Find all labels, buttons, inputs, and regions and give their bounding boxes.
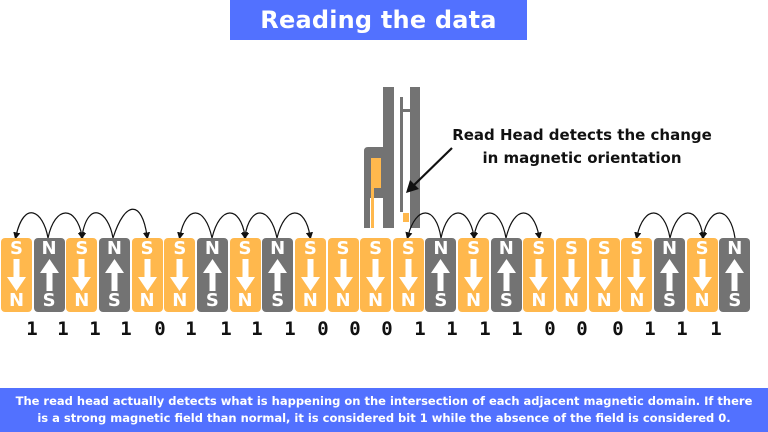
page-title: Reading the data [260,6,497,34]
arrow-down-icon [170,259,190,291]
bit-value: 0 [317,318,329,340]
bit-value: 1 [479,318,491,340]
arrow-down-icon [7,259,26,291]
bit-value: 0 [381,318,393,340]
bit-value: 0 [349,318,361,340]
explanation-text: The read head actually detects what is h… [15,394,753,425]
arrow-down-icon [594,259,614,291]
arrow-down-icon [529,259,549,291]
bit-value: 1 [89,318,101,340]
bit-value: 1 [446,318,458,340]
arrow-up-icon [725,259,745,291]
bit-value: 1 [220,318,232,340]
arrow-down-icon [398,259,418,291]
bit-value: 0 [612,318,624,340]
arrow-up-icon [202,259,222,291]
bit-value: 1 [57,318,69,340]
bit-value: 1 [710,318,722,340]
bit-value: 0 [154,318,166,340]
arrow-up-icon [268,259,288,291]
arrow-down-icon [464,259,484,291]
bit-value: 0 [576,318,588,340]
arrow-down-icon [300,259,320,291]
arrow-down-icon [333,259,353,291]
arrow-down-icon [692,259,712,291]
bit-value: 1 [120,318,132,340]
arrow-down-icon [627,259,647,291]
bit-sequence: 1 1 1 1 0 1 1 1 1 0 0 0 1 1 1 1 0 0 0 1 … [0,318,768,344]
bit-value: 1 [511,318,523,340]
arrow-down-icon [562,259,581,291]
bit-value: 0 [544,318,556,340]
arrow-up-icon [431,259,451,291]
bit-value: 1 [284,318,296,340]
arrow-down-icon [366,259,386,291]
arrow-up-icon [496,259,516,291]
bit-value: 1 [644,318,656,340]
arc-group [13,208,736,240]
arrow-down-icon [72,259,92,291]
arrow-up-icon [39,259,59,291]
bit-value: 1 [676,318,688,340]
bit-value: 1 [26,318,38,340]
arrow-up-icon [660,259,679,291]
read-head-label: Read Head detects the change in magnetic… [452,126,712,167]
bit-value: 1 [185,318,197,340]
title-banner: Reading the data [230,0,527,40]
bit-value: 1 [251,318,263,340]
arrow-down-icon [235,259,255,291]
explanation-banner: The read head actually detects what is h… [0,388,768,432]
bit-value: 1 [414,318,426,340]
arrow-up-icon [104,259,124,291]
arrow-down-icon [137,259,157,291]
